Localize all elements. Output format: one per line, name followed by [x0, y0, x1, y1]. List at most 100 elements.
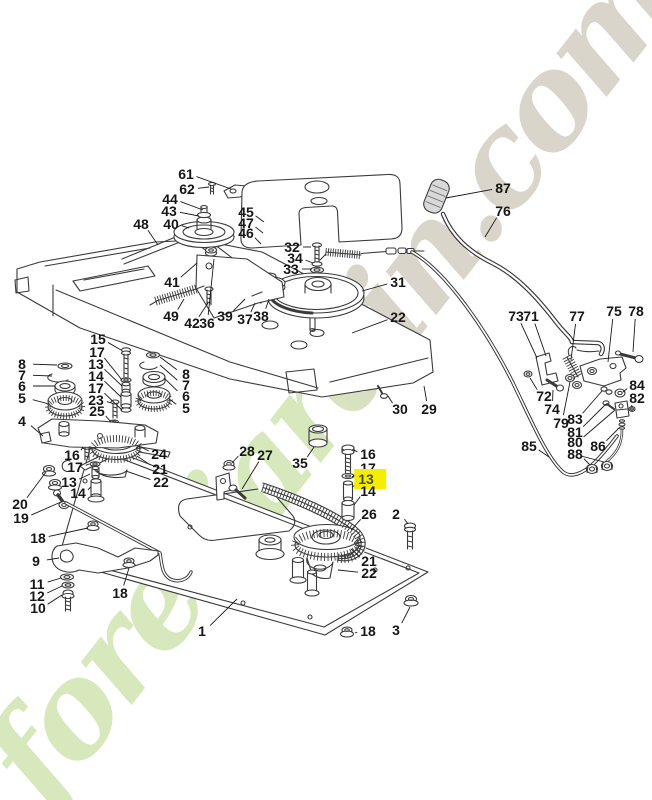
part-label-48[interactable]: 48: [133, 216, 149, 232]
part-label-46[interactable]: 46: [238, 225, 254, 241]
part-label-77[interactable]: 77: [569, 308, 585, 324]
part-label-19[interactable]: 19: [13, 510, 29, 526]
spindle-stack-right: [341, 444, 355, 522]
part-label-27[interactable]: 27: [257, 447, 273, 463]
part-label-33[interactable]: 33: [283, 261, 299, 277]
part-label-28[interactable]: 28: [239, 443, 255, 459]
part-label-83[interactable]: 83: [567, 411, 583, 427]
part-label-18[interactable]: 18: [30, 530, 46, 546]
part-label-41[interactable]: 41: [164, 274, 180, 290]
part-label-74[interactable]: 74: [544, 401, 560, 417]
part-label-9[interactable]: 9: [32, 553, 40, 569]
part-label-18[interactable]: 18: [112, 585, 128, 601]
part-label-14[interactable]: 14: [88, 368, 104, 384]
leader-40: [181, 225, 190, 229]
part-label-22[interactable]: 22: [361, 565, 377, 581]
tooth-tick: [131, 438, 136, 446]
part-label-44[interactable]: 44: [162, 191, 178, 207]
part-label-42[interactable]: 42: [184, 315, 200, 331]
tooth-tick: [122, 455, 125, 463]
part-label-34[interactable]: 34: [287, 250, 303, 266]
part-label-3[interactable]: 3: [392, 622, 400, 638]
part-label-6[interactable]: 6: [18, 378, 26, 394]
part-label-75[interactable]: 75: [606, 303, 622, 319]
part-label-61[interactable]: 61: [178, 166, 194, 182]
part-label-26[interactable]: 26: [361, 506, 377, 522]
part-label-13[interactable]: 13: [88, 356, 104, 372]
tooth-tick: [564, 358, 575, 365]
part-label-78[interactable]: 78: [628, 303, 644, 319]
part-label-7[interactable]: 7: [18, 367, 26, 383]
part-label-4[interactable]: 4: [18, 413, 26, 429]
part-label-14[interactable]: 14: [70, 485, 86, 501]
part-label-6[interactable]: 6: [182, 388, 190, 404]
tooth-tick: [129, 437, 133, 445]
part-label-8[interactable]: 8: [182, 366, 190, 382]
part-label-22[interactable]: 22: [390, 309, 406, 325]
part-label-80[interactable]: 80: [567, 434, 583, 450]
part-label-40[interactable]: 40: [163, 216, 179, 232]
part-label-14[interactable]: 14: [360, 483, 376, 499]
part-label-25[interactable]: 25: [89, 403, 105, 419]
part-label-21[interactable]: 21: [152, 461, 168, 477]
part-label-2[interactable]: 2: [392, 506, 400, 522]
part-label-39[interactable]: 39: [217, 308, 233, 324]
part-label-87[interactable]: 87: [495, 180, 511, 196]
part-label-30[interactable]: 30: [392, 401, 408, 417]
part-label-13[interactable]: 13: [61, 474, 77, 490]
part-label-11[interactable]: 11: [29, 576, 45, 592]
part-label-8[interactable]: 8: [18, 356, 26, 372]
part-label-5[interactable]: 5: [182, 400, 190, 416]
part-label-15[interactable]: 15: [90, 331, 106, 347]
tooth-tick: [179, 289, 183, 298]
part-label-23[interactable]: 23: [88, 392, 104, 408]
part-label-88[interactable]: 88: [567, 446, 583, 462]
part-label-37[interactable]: 37: [237, 311, 253, 327]
part-label-79[interactable]: 79: [553, 415, 569, 431]
part-label-21[interactable]: 21: [361, 553, 377, 569]
part-label-47[interactable]: 47: [238, 215, 254, 231]
part-label-81[interactable]: 81: [567, 424, 583, 440]
part-label-45[interactable]: 45: [238, 204, 254, 220]
part-label-12[interactable]: 12: [29, 588, 45, 604]
part-label-71[interactable]: 71: [523, 308, 539, 324]
part-label-29[interactable]: 29: [421, 401, 437, 417]
cable-86: [604, 419, 626, 464]
part-label-18[interactable]: 18: [360, 623, 376, 639]
part-label-5[interactable]: 5: [18, 390, 26, 406]
part-label-85[interactable]: 85: [521, 438, 537, 454]
part-label-43[interactable]: 43: [161, 203, 177, 219]
part-label-36[interactable]: 36: [199, 315, 215, 331]
bolt-32: [311, 242, 323, 248]
part-label-1[interactable]: 1: [198, 623, 206, 639]
part-label-20[interactable]: 20: [12, 496, 28, 512]
part-label-13-highlighted[interactable]: 13: [354, 469, 386, 489]
tooth-tick: [337, 248, 339, 258]
tooth-tick: [567, 363, 577, 370]
part-label-84[interactable]: 84: [629, 377, 645, 393]
part-label-24[interactable]: 24: [151, 446, 167, 462]
part-label-17[interactable]: 17: [67, 459, 83, 475]
part-label-10[interactable]: 10: [30, 600, 46, 616]
part-label-16[interactable]: 16: [360, 446, 376, 462]
part-label-76[interactable]: 76: [495, 203, 511, 219]
part-label-82[interactable]: 82: [629, 390, 645, 406]
washer-33: [309, 266, 325, 274]
part-label-32[interactable]: 32: [284, 239, 300, 255]
part-label-35[interactable]: 35: [292, 455, 308, 471]
part-label-86[interactable]: 86: [590, 438, 606, 454]
part-label-17[interactable]: 17: [88, 380, 104, 396]
part-label-7[interactable]: 7: [182, 377, 190, 393]
part-label-22[interactable]: 22: [153, 474, 169, 490]
spacer-13: [342, 482, 354, 500]
part-label-49[interactable]: 49: [163, 308, 179, 324]
part-label-38[interactable]: 38: [253, 308, 269, 324]
part-label-73[interactable]: 73: [508, 308, 524, 324]
part-label-17[interactable]: 17: [89, 344, 105, 360]
part-label-62[interactable]: 62: [179, 181, 195, 197]
part-label-72[interactable]: 72: [536, 388, 552, 404]
leader-43: [179, 211, 200, 217]
part-label-16[interactable]: 16: [64, 447, 80, 463]
part-label-31[interactable]: 31: [390, 274, 406, 290]
tooth-tick: [45, 407, 52, 412]
